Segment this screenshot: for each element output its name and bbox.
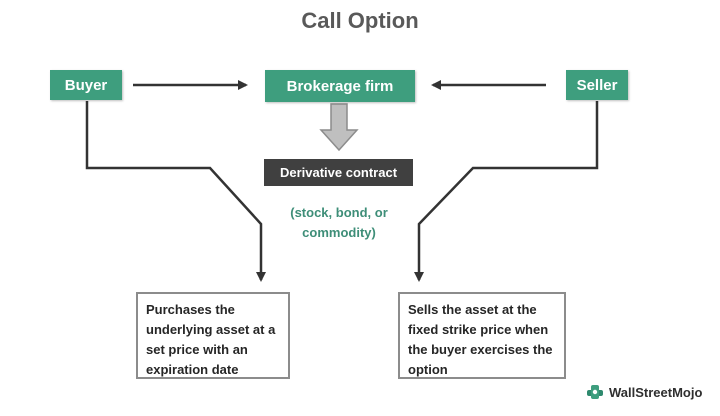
arrow-brokerage-to-contract (319, 103, 359, 152)
brokerage-firm-box: Brokerage firm (265, 70, 415, 102)
arrow-seller-to-outcome (414, 101, 599, 282)
wallstreetmojo-logo: WallStreetMojo (585, 381, 715, 403)
seller-outcome-box: Sells the asset at the fixed strike pric… (398, 292, 566, 379)
seller-box: Seller (566, 70, 628, 100)
derivative-contract-box: Derivative contract (264, 159, 413, 186)
contract-note: (stock, bond, or commodity) (290, 205, 388, 240)
buyer-label: Buyer (64, 76, 108, 94)
derivative-contract-label: Derivative contract (279, 165, 398, 180)
buyer-outcome-box: Purchases the underlying asset at a set … (136, 292, 290, 379)
buyer-box: Buyer (50, 70, 122, 100)
wallstreetmojo-logo-icon (587, 385, 603, 399)
diagram-title: Call Option (301, 8, 419, 33)
arrow-buyer-to-outcome (85, 101, 266, 282)
brokerage-firm-label: Brokerage firm (286, 77, 394, 95)
seller-label: Seller (576, 76, 618, 94)
wallstreetmojo-logo-text: WallStreetMojo (609, 384, 703, 400)
